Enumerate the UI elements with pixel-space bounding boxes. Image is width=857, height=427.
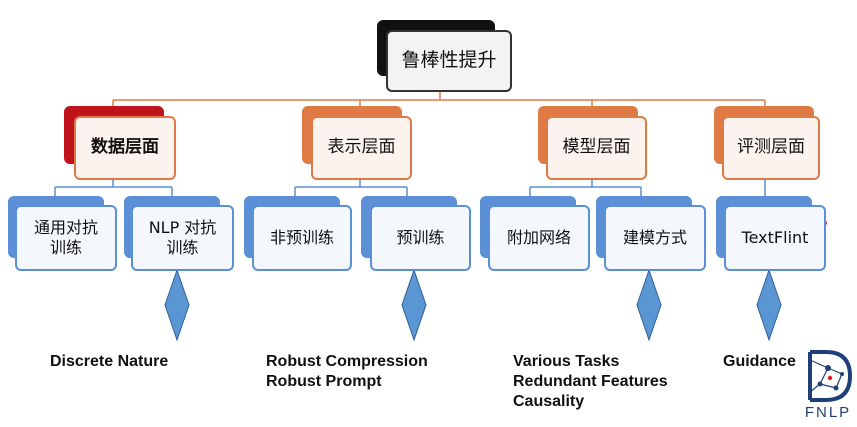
item-label: NLP 对抗训练: [148, 218, 217, 257]
item-textflint: TextFlint: [724, 205, 826, 271]
diamond-marker-model: [636, 268, 662, 342]
item-general-adversarial-training: 通用对抗训练: [15, 205, 117, 271]
item-label: TextFlint: [741, 228, 809, 247]
note-discrete-nature: Discrete Nature: [50, 353, 169, 370]
diamond-marker-eval: [756, 268, 782, 342]
diamond-marker-data: [164, 268, 190, 342]
item-label: 附加网络: [506, 228, 571, 247]
category-evaluation: 评测层面: [722, 116, 820, 180]
item-nlp-adversarial-training: NLP 对抗训练: [131, 205, 234, 271]
fnlp-logo: FNLP: [800, 348, 856, 426]
category-model: 模型层面: [546, 116, 647, 180]
note-guidance: Guidance: [723, 353, 796, 370]
note-various-tasks: Various Tasks: [513, 353, 620, 370]
category-evaluation-label: 评测层面: [737, 137, 805, 158]
diamond-marker-representation: [401, 268, 427, 342]
root-node: 鲁棒性提升: [386, 30, 512, 92]
item-modeling-approach: 建模方式: [604, 205, 706, 271]
item-additional-network: 附加网络: [488, 205, 590, 271]
note-causality: Causality: [513, 393, 585, 410]
category-data-label: 数据层面: [91, 137, 159, 158]
fnlp-logo-text: FNLP: [804, 404, 852, 421]
item-label: 建模方式: [622, 228, 687, 247]
root-label: 鲁棒性提升: [401, 49, 497, 72]
category-representation: 表示层面: [311, 116, 412, 180]
item-non-pretrained: 非预训练: [252, 205, 352, 271]
note-redundant-features: Redundant Features: [513, 373, 668, 390]
item-label: 非预训练: [269, 228, 334, 247]
item-label: 预训练: [396, 228, 445, 247]
category-data: 数据层面: [74, 116, 176, 180]
note-robust-prompt: Robust Prompt: [266, 373, 382, 390]
note-robust-compression: Robust Compression: [266, 353, 428, 370]
category-representation-label: 表示层面: [327, 137, 396, 158]
category-model-label: 模型层面: [562, 137, 631, 158]
fnlp-logo-mark: [808, 350, 853, 402]
item-pretrained: 预训练: [370, 205, 471, 271]
item-label: 通用对抗训练: [33, 218, 98, 257]
